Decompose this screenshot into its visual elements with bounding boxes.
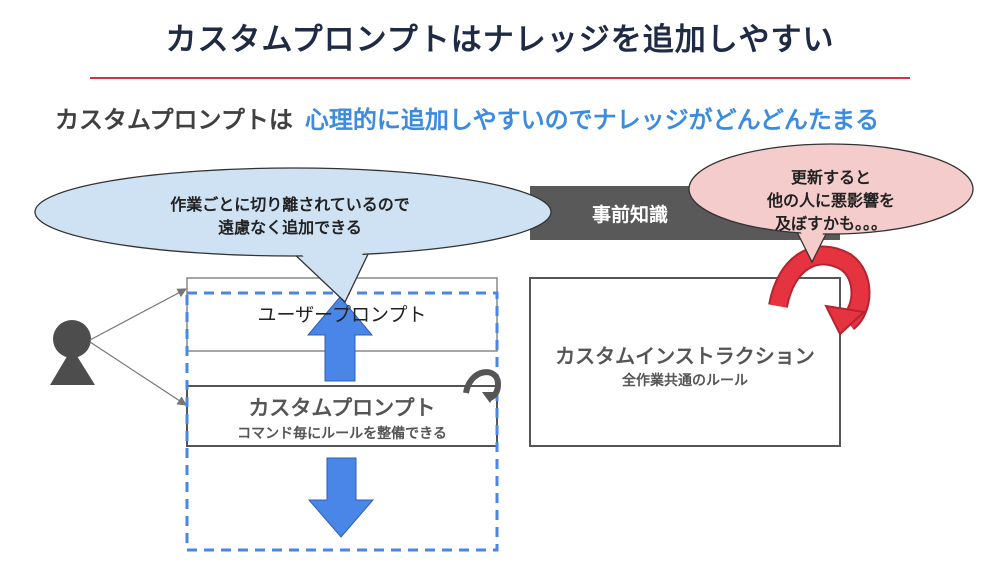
down-arrow-icon xyxy=(307,457,375,538)
custom-instruction-box xyxy=(529,277,841,447)
slide-title: カスタムプロンプトはナレッジを追加しやすい xyxy=(165,22,835,58)
red-return-arrow-icon xyxy=(768,245,871,336)
subtitle-lead: カスタムプロンプトは xyxy=(55,106,293,134)
speech-bubble-left-line: 遠慮なく追加できる xyxy=(218,218,362,237)
custom-prompt-box xyxy=(186,385,498,447)
connector-to-user-prompt xyxy=(89,288,188,341)
speech-bubble-left xyxy=(34,167,552,304)
custom-instruction-title: カスタムインストラクション xyxy=(555,344,815,368)
speech-bubble-right-line: 及ぼすかも。。。 xyxy=(774,214,887,233)
speech-bubble-right xyxy=(688,143,974,264)
speech-bubble-left-text: 作業ごとに切り離されているので 遠慮なく追加できる xyxy=(80,193,500,239)
title-divider xyxy=(90,77,910,79)
custom-prompt-subtitle: コマンド毎にルールを整備できる xyxy=(237,426,447,442)
subtitle-emphasis: 心理的に追加しやすいのでナレッジがどんどんたまる xyxy=(304,106,880,134)
speech-bubble-right-line: 他の人に悪影響を xyxy=(766,191,895,210)
slide-subtitle: カスタムプロンプトは心理的に追加しやすいのでナレッジがどんどんたまる xyxy=(55,100,879,135)
speech-bubble-right-text: 更新すると 他の人に悪影響を 及ぼすかも。。。 xyxy=(700,166,962,235)
speech-bubble-right-line: 更新すると xyxy=(790,168,871,187)
person-icon xyxy=(50,320,95,385)
up-arrow-icon xyxy=(306,296,374,382)
speech-bubble-left-line: 作業ごとに切り離されているので xyxy=(170,195,410,214)
prior-knowledge-label: 事前知識 xyxy=(591,204,668,226)
return-arrow-icon xyxy=(463,369,502,403)
connector-to-custom-prompt xyxy=(89,341,188,406)
user-prompt-label: ユーザープロンプト xyxy=(257,304,427,326)
custom-prompt-title: カスタムプロンプト xyxy=(248,396,436,420)
custom-instruction-subtitle: 全作業共通のルール xyxy=(622,373,748,389)
